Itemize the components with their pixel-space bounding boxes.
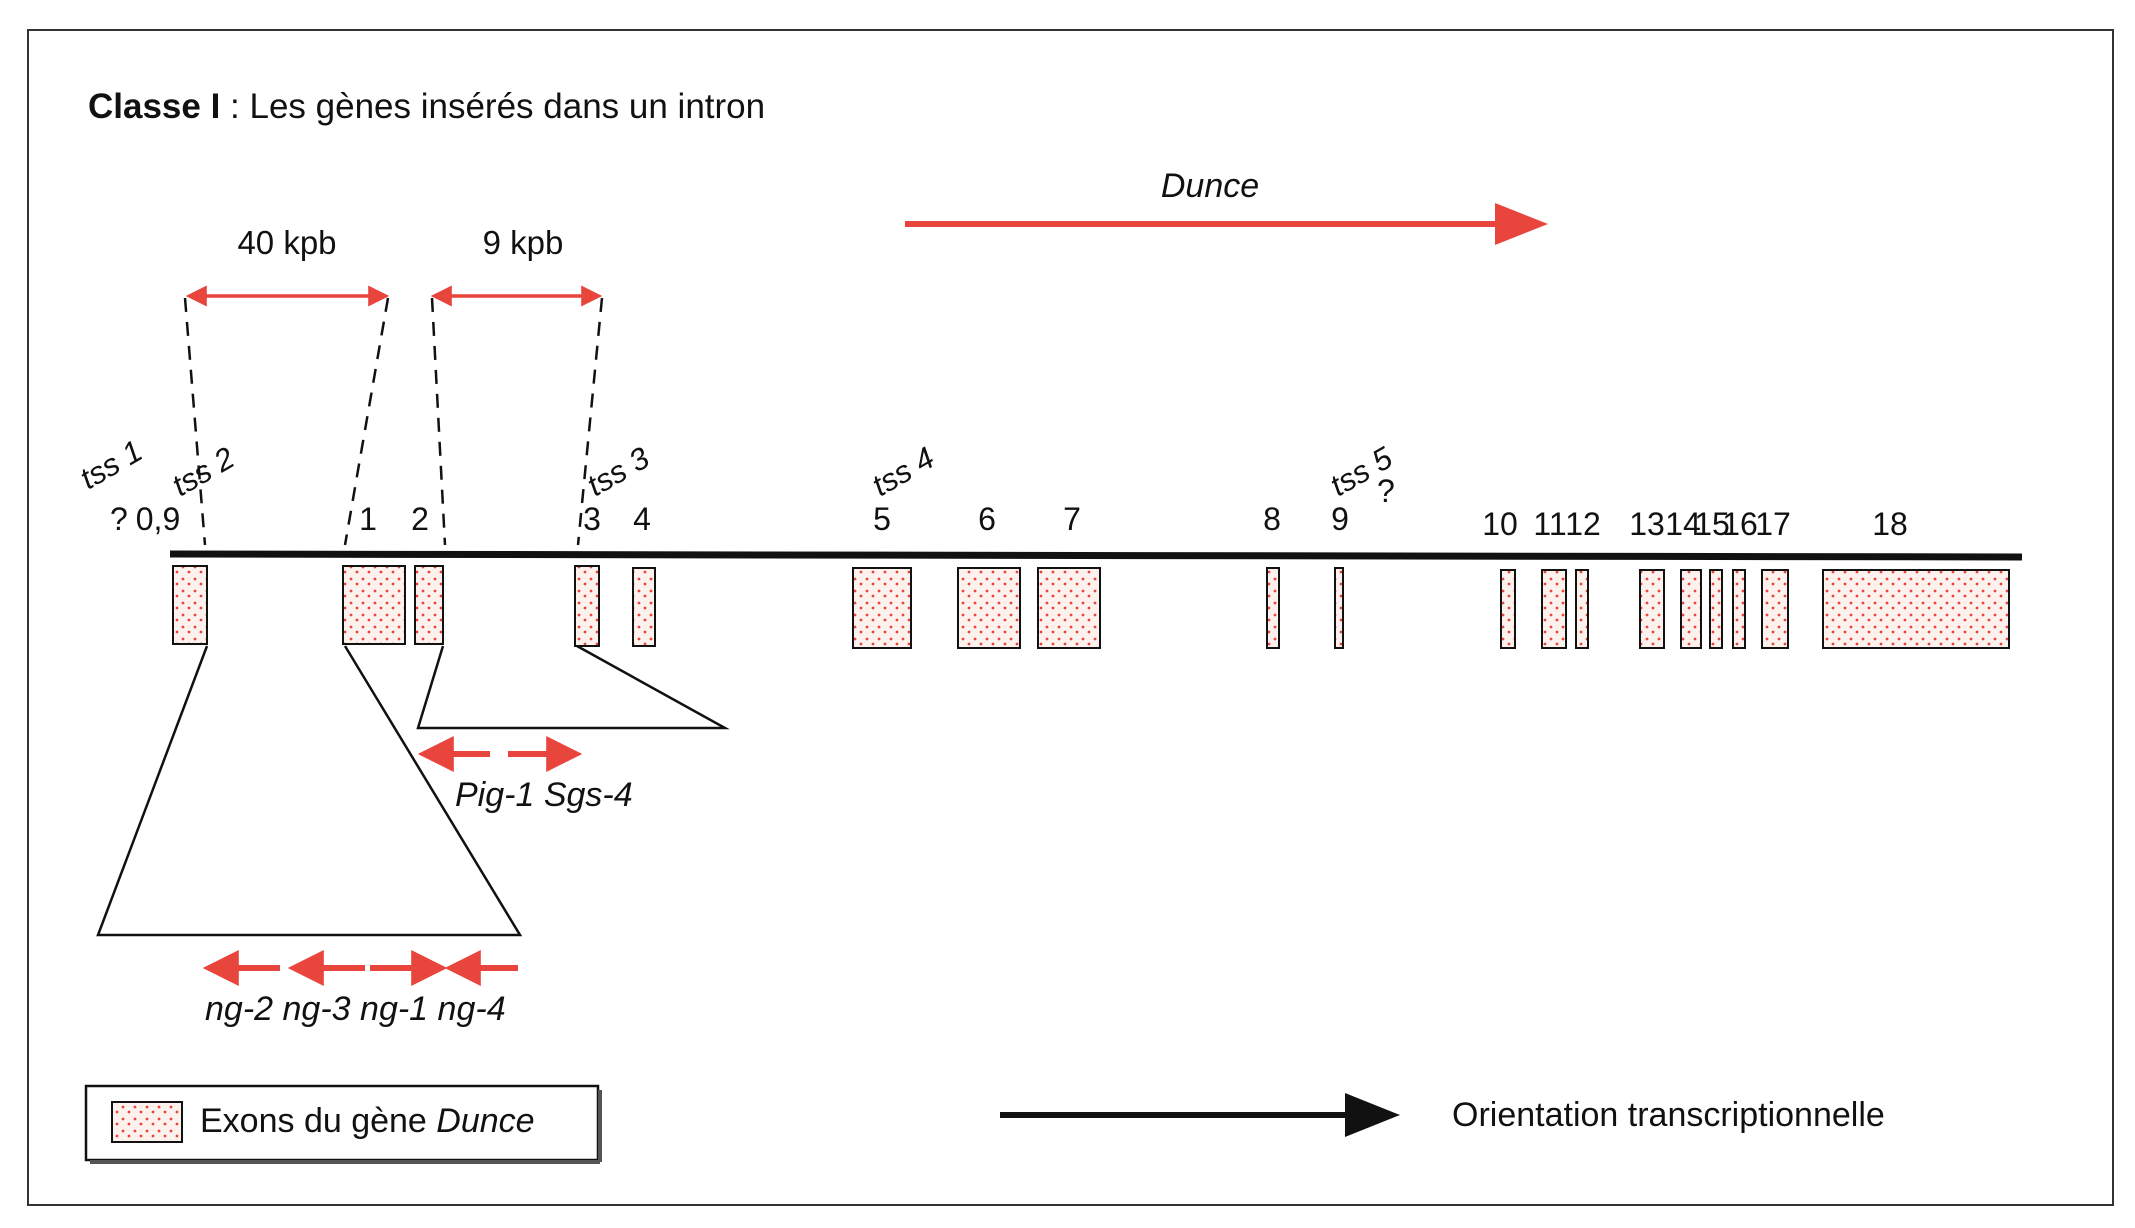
exon-label-7: 6 <box>978 501 996 537</box>
projection-lines <box>183 297 604 546</box>
tss2-label: tss 2 <box>166 440 240 503</box>
exon-label-15: 14 <box>1665 506 1701 542</box>
exon-label-12: 11 <box>1533 506 1566 542</box>
exon-label-3: 2 <box>411 501 429 537</box>
exon-box-12 <box>1541 569 1567 649</box>
distance-40kpb: 40 kpb <box>237 224 336 261</box>
dunce-arrow-head <box>1495 203 1548 245</box>
exon-box-18 <box>1761 569 1789 649</box>
intron-insertion-small <box>416 644 730 730</box>
exon-label-4: 3 <box>583 501 601 537</box>
exon-box-10 <box>1334 567 1344 649</box>
legend-orientation-text: Orientation transcriptionnelle <box>1452 1096 1885 1134</box>
exon-label-10: 9 <box>1331 501 1349 537</box>
tss3-label: tss 3 <box>581 440 655 503</box>
figure-title: Classe I : Les gènes insérés dans un int… <box>88 87 765 126</box>
exon-box-5 <box>632 567 656 647</box>
exon-box-17 <box>1732 569 1746 649</box>
exon-box-3 <box>414 565 444 645</box>
legend-orientation: Orientation transcriptionnelle <box>1000 1093 1885 1137</box>
exon-box-7 <box>957 567 1021 649</box>
legend-exons: Exons du gène Dunce <box>84 1084 602 1164</box>
exon-label-16: 15 <box>1694 506 1730 542</box>
exon-box-6 <box>852 567 912 649</box>
exon-box-9 <box>1266 567 1280 649</box>
gene-pig1-sgs4: Pig-1 Sgs-4 <box>455 776 633 814</box>
exon-label-14: 13 <box>1629 506 1665 542</box>
exon-boxes <box>172 565 2010 649</box>
exon-box-14 <box>1639 569 1665 649</box>
orientation-arrow-head <box>1345 1093 1400 1137</box>
distance-9kpb: 9 kpb <box>483 224 564 261</box>
exon-box-13 <box>1575 569 1589 649</box>
exon-box-15 <box>1680 569 1702 649</box>
tss1-label: tss 1 <box>74 433 148 496</box>
exon-box-19 <box>1822 569 2010 649</box>
exon-label-11: 10 <box>1482 506 1518 542</box>
exon-label-18: 17 <box>1755 506 1791 542</box>
exon-label-9: 8 <box>1263 501 1281 537</box>
gene-ng-labels: ng-2 ng-3 ng-1 ng-4 <box>205 990 506 1028</box>
intron-insertion-large <box>96 645 523 937</box>
legend-exon-swatch <box>111 1101 183 1143</box>
exon-box-1 <box>172 565 208 645</box>
tss1-question: ? <box>110 501 128 537</box>
legend-exons-text: Exons du gène Dunce <box>200 1102 535 1140</box>
exon-label-1: 0,9 <box>136 501 180 537</box>
exon-box-4 <box>574 565 600 647</box>
exon-label-2: 1 <box>359 501 377 537</box>
tss5-question: ? <box>1377 473 1395 509</box>
exon-box-2 <box>342 565 406 645</box>
dunce-label: Dunce <box>1161 167 1259 205</box>
exon-label-6: 5 <box>873 501 891 537</box>
exon-label-5: 4 <box>633 501 651 537</box>
exon-box-11 <box>1500 569 1516 649</box>
exon-label-17: 16 <box>1722 506 1758 542</box>
exon-box-8 <box>1037 567 1101 649</box>
tss4-label: tss 4 <box>866 440 940 503</box>
exon-label-8: 7 <box>1063 501 1081 537</box>
genomic-line <box>169 550 2023 561</box>
exon-label-13: 12 <box>1565 506 1601 542</box>
exon-label-19: 18 <box>1872 506 1908 542</box>
exon-box-16 <box>1709 569 1723 649</box>
figure-frame <box>27 29 2114 1206</box>
